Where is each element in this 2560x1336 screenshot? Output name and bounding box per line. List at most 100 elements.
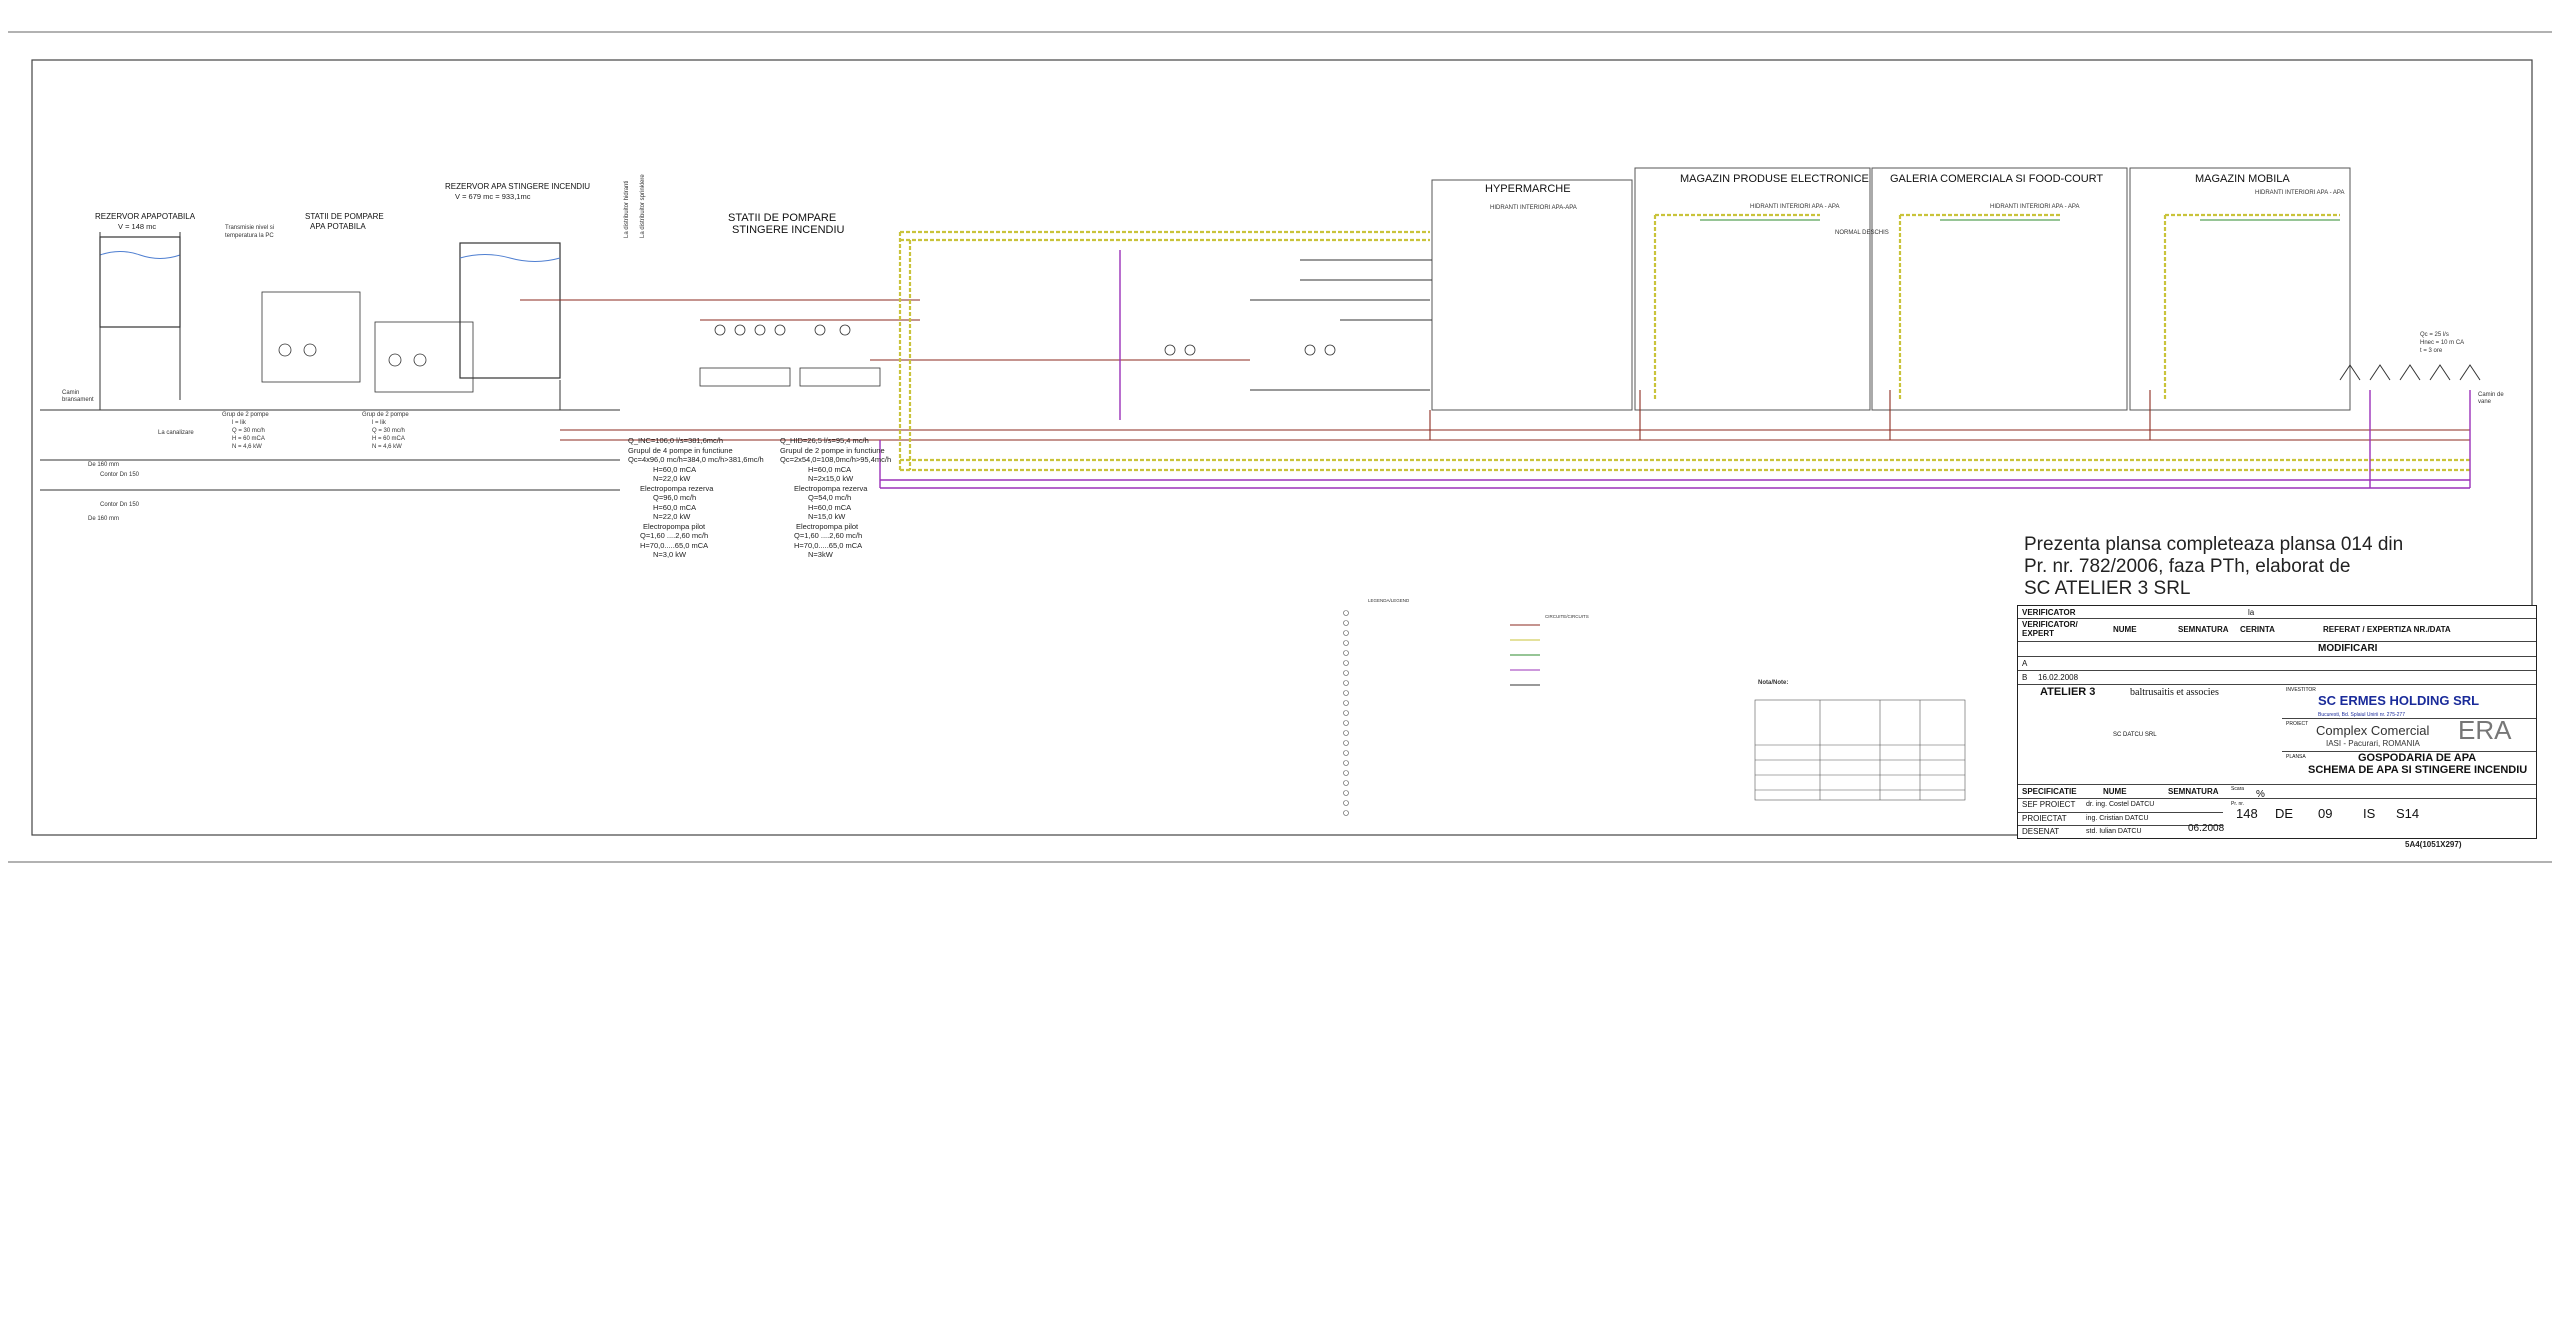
- title-electronice: MAGAZIN PRODUSE ELECTRONICE: [1680, 173, 1869, 185]
- electronice-box: [1634, 167, 1871, 411]
- pump-symbols: [278, 324, 1336, 367]
- note-line: Prezenta plansa completeaza plansa 014 d…: [2024, 534, 2404, 555]
- pump-frame-2: [374, 321, 474, 393]
- pump-group-2-title: Grup de 2 pompe: [362, 412, 409, 418]
- pump-group-1-line: l = lik: [232, 420, 246, 426]
- legend-lines: [1510, 624, 1540, 686]
- baltrusaitis-logo: baltrusaitis et associes: [2130, 687, 2219, 698]
- proiectat-label: PROIECTAT: [2022, 814, 2067, 823]
- pump-group-2-line: H = 60 mCA: [372, 436, 405, 442]
- legend-symbols: [1343, 610, 1349, 816]
- camin-vane-label: Camin de vane: [2478, 392, 2504, 405]
- right-spec-line: t = 3 ore: [2420, 348, 2443, 354]
- modificari-label: MODIFICARI: [2318, 643, 2378, 654]
- pump-group-2-line: Q = 30 mc/h: [372, 428, 405, 434]
- title-statii-potabila-1: STATII DE POMPARE: [305, 212, 384, 221]
- spec-line: N=2x15,0 kW: [808, 474, 854, 483]
- spec-line: Q_INC=106,0 l/s=381,6mc/h: [628, 436, 724, 445]
- era-logo: ERA: [2458, 715, 2512, 745]
- title-galeria: GALERIA COMERCIALA SI FOOD-COURT: [1890, 173, 2104, 185]
- normal-deschis-label: NORMAL DESCHIS: [1835, 230, 1889, 236]
- la-canalizare-label: La canalizare: [158, 430, 194, 436]
- note-line: Pr. nr. 782/2006, faza PTh, elaborat de: [2024, 556, 2351, 577]
- tank-potabila: [99, 236, 181, 328]
- pump-group-2-line: N = 4,6 kW: [372, 444, 402, 450]
- spec-line: H=60,0 mCA: [653, 502, 697, 512]
- specificatie-label: SPECIFICATIE: [2022, 787, 2077, 796]
- transmisie-label-2: temperatura la PC: [225, 233, 274, 239]
- scara-value: %: [2256, 789, 2265, 800]
- spec-line: Qc=2x54,0=108,0mc/h>95,4mc/h: [780, 455, 892, 464]
- spec-line: Q=96,0 mc/h: [653, 493, 697, 502]
- camin-bransament-label: Camin bransament: [62, 390, 94, 403]
- referat-label: REFERAT / EXPERTIZA NR./DATA: [2323, 625, 2451, 634]
- pump-group-1-line: H = 60 mCA: [232, 436, 265, 442]
- mobila-box: [2129, 167, 2351, 411]
- pipes-yellow: [898, 213, 2470, 472]
- conduct-label: De 160 mm: [88, 462, 120, 468]
- spec-line: Q=1,60 ....2,60 mc/h: [794, 531, 863, 540]
- spec-line: N=22,0 kW: [653, 512, 691, 521]
- sef-proiect-label: SEF PROIECT: [2022, 800, 2076, 809]
- proiectat-name: ing. Cristian DATCU: [2086, 815, 2149, 822]
- hypermarche-box: [1431, 179, 1633, 411]
- spec-line: Grupul de 4 pompe in functiune: [628, 445, 733, 455]
- transmisie-label-1: Transmisie nivel si: [225, 225, 275, 231]
- spec-line: Qc=4x96,0 mc/h=384,0 mc/h>381,6mc/h: [628, 455, 764, 464]
- pump-frame-1: [261, 291, 361, 383]
- sef-proiect-name: dr. ing. Costel DATCU: [2086, 801, 2155, 808]
- rezervor-incendiu-volume: V = 679 mc = 933,1mc: [455, 192, 531, 201]
- title-mobila: MAGAZIN MOBILA: [2195, 173, 2290, 185]
- datcu-label: SC DATCU SRL: [2113, 732, 2157, 738]
- title-block: VERIFICATOR la VERIFICATOR/ EXPERT NUME …: [2017, 605, 2537, 839]
- verificator-label: VERIFICATOR: [2022, 608, 2076, 617]
- pipes-black: [40, 232, 1432, 491]
- format-label: 5A4(1051X297): [2405, 840, 2462, 849]
- distribuitor-hidranti-label: La distribuitor hidranti: [624, 180, 630, 238]
- title-rezervor-incendiu: REZERVOR APA STINGERE INCENDIU: [445, 182, 591, 191]
- pump-group-2-line: l = lik: [372, 420, 386, 426]
- pump-spec-left: Q_INC=106,0 l/s=381,6mc/h Grupul de 4 po…: [628, 436, 764, 560]
- title-hypermarche: HYPERMARCHE: [1485, 183, 1571, 195]
- la-label: la: [2248, 608, 2255, 617]
- spec-line: N=22,0 kW: [653, 474, 691, 483]
- spec-line: H=70,0.....65,0 mCA: [640, 540, 709, 550]
- spec-line: N=3kW: [808, 550, 833, 559]
- rev-a: A: [2022, 659, 2028, 668]
- spec-line: H=60,0 mCA: [653, 464, 697, 474]
- investitor-name: SC ERMES HOLDING SRL: [2318, 693, 2480, 708]
- hydrant-stubs: [2339, 364, 2481, 381]
- spec-line: H=60,0 mCA: [808, 464, 852, 474]
- completion-note: Prezenta plansa completeaza plansa 014 d…: [2024, 534, 2403, 600]
- proiect-nr: 148: [2236, 806, 2258, 821]
- nota-title: Nota/Note:: [1758, 680, 1789, 686]
- title-statii-incendiu-2: STINGERE INCENDIU: [732, 224, 845, 236]
- data: 06.2008: [2188, 823, 2225, 834]
- nume-label: NUME: [2113, 625, 2137, 634]
- spec-line: H=70,0.....65,0 mCA: [794, 540, 863, 550]
- conduct-label: Contor Dn 150: [100, 472, 140, 478]
- cerinta-label: CERINTA: [2240, 625, 2275, 634]
- pump-spec-right: Q_HID=26,5 l/s=95,4 mc/h Grupul de 2 pom…: [780, 436, 891, 560]
- tank-incendiu: [459, 242, 561, 379]
- semnatura-label: SEMNATURA: [2178, 625, 2229, 634]
- rev-b: B: [2022, 673, 2028, 682]
- spec-line: Electropompa pilot: [643, 521, 706, 531]
- plansa-nr: S14: [2396, 806, 2420, 821]
- hidranti-label-4: HIDRANTI INTERIORI APA - APA: [2255, 190, 2345, 196]
- pipes-purple: [879, 250, 2471, 489]
- manifold-2: [799, 367, 881, 387]
- plansa-title-2: SCHEMA DE APA SI STINGERE INCENDIU: [2308, 764, 2528, 776]
- pump-group-1-line: N = 4,6 kW: [232, 444, 262, 450]
- nume2-label: NUME: [2103, 787, 2127, 796]
- rezervor-potabila-volume: V = 148 mc: [118, 222, 157, 231]
- scara-label: Scara: [2231, 786, 2245, 792]
- right-spec-line: Qc = 25 l/s: [2420, 332, 2449, 338]
- proiect-nr-label: Pr. nr.: [2231, 801, 2245, 807]
- spec-line: N=3,0 kW: [653, 550, 687, 559]
- title-rezervor-potabila: REZERVOR APAPOTABILA: [95, 212, 196, 221]
- proiect-location: IASI - Pacurari, ROMANIA: [2326, 739, 2420, 748]
- investitor-address: Bucuresti, Bd. Splaiul Unirii nr. 275-27…: [2318, 712, 2405, 718]
- pipes-brown: [520, 299, 2470, 441]
- atelier-logo: ATELIER 3: [2040, 686, 2096, 698]
